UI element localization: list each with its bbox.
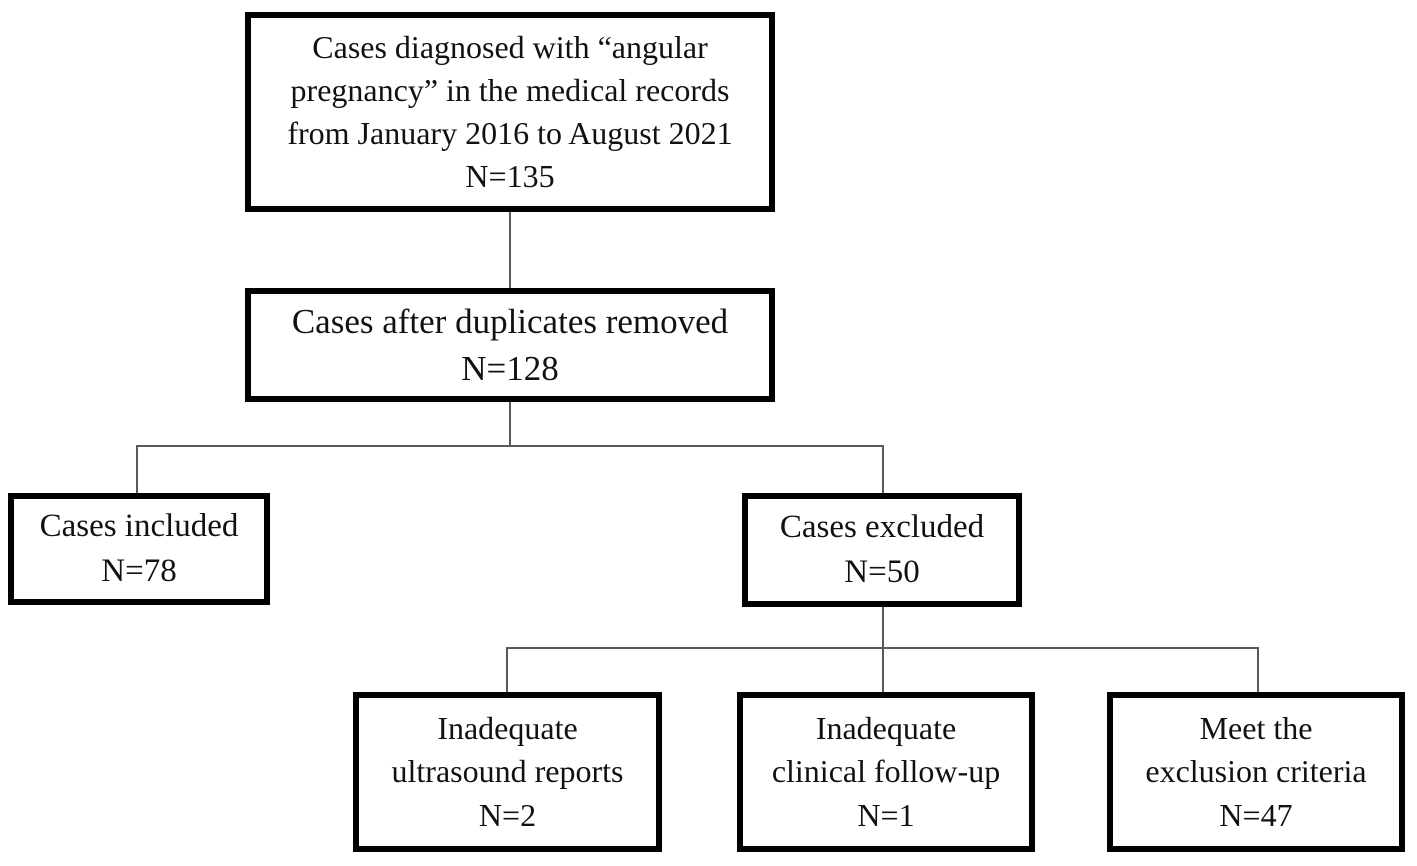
node-duplicates-removed: Cases after duplicates removed N=128 <box>245 288 775 402</box>
node-cases-excluded: Cases excluded N=50 <box>742 493 1022 607</box>
node-diagnosed-cases: Cases diagnosed with “angular pregnancy”… <box>245 12 775 212</box>
node-included-label: Cases included <box>39 508 239 545</box>
node-criteria-count: N=47 <box>1219 796 1293 833</box>
node-ultrasound-label: Inadequate ultrasound reports <box>391 710 624 790</box>
node-criteria-label: Meet the exclusion criteria <box>1145 710 1367 790</box>
node-excluded-label: Cases excluded <box>779 509 985 546</box>
node-cases-included: Cases included N=78 <box>8 493 270 605</box>
node-excluded-count: N=50 <box>844 554 920 590</box>
node-duplicates-label: Cases after duplicates removed <box>291 301 729 341</box>
node-followup-count: N=1 <box>857 796 915 833</box>
node-ultrasound-count: N=2 <box>478 796 537 833</box>
node-included-count: N=78 <box>101 553 177 589</box>
node-exclusion-criteria: Meet the exclusion criteria N=47 <box>1107 692 1405 852</box>
node-inadequate-followup: Inadequate clinical follow-up N=1 <box>737 692 1035 852</box>
node-duplicates-count: N=128 <box>461 349 559 388</box>
node-followup-label: Inadequate clinical follow-up <box>771 710 1001 790</box>
node-diagnosed-label: Cases diagnosed with “angular pregnancy”… <box>287 28 733 151</box>
node-diagnosed-count: N=135 <box>465 158 555 195</box>
node-inadequate-ultrasound: Inadequate ultrasound reports N=2 <box>353 692 662 852</box>
